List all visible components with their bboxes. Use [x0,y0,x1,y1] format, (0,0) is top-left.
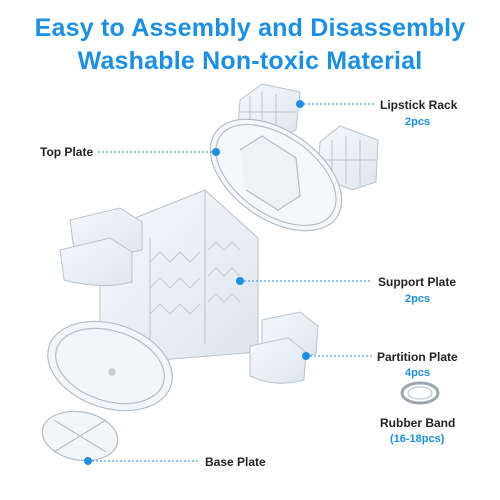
headline-line-1: Easy to Assembly and Disassembly [34,14,466,42]
count-lipstick-rack: 2pcs [405,116,431,128]
base-plate [41,410,119,462]
label-rubber-band: Rubber Band [380,416,456,430]
leader-lines [88,103,376,462]
top-plate [209,118,343,232]
count-support-plate: 2pcs [405,293,431,305]
label-support-plate: Support Plate [378,275,457,289]
label-base-plate: Base Plate [205,455,266,469]
label-lipstick-rack: Lipstick Rack [380,98,458,112]
rubber-band-icon [400,381,440,405]
base-plate-turntable [47,320,173,412]
partition-plates-right [249,311,319,384]
count-rubber-band: (16-18pcs) [390,433,445,445]
label-partition-plate: Partition Plate [377,350,458,364]
headline-line-2: Washable Non-toxic Material [77,47,423,75]
label-top-plate: Top Plate [40,145,94,159]
partition-plates-left [59,207,143,287]
count-partition-plate: 4pcs [405,367,431,379]
leader-dots [84,100,310,465]
